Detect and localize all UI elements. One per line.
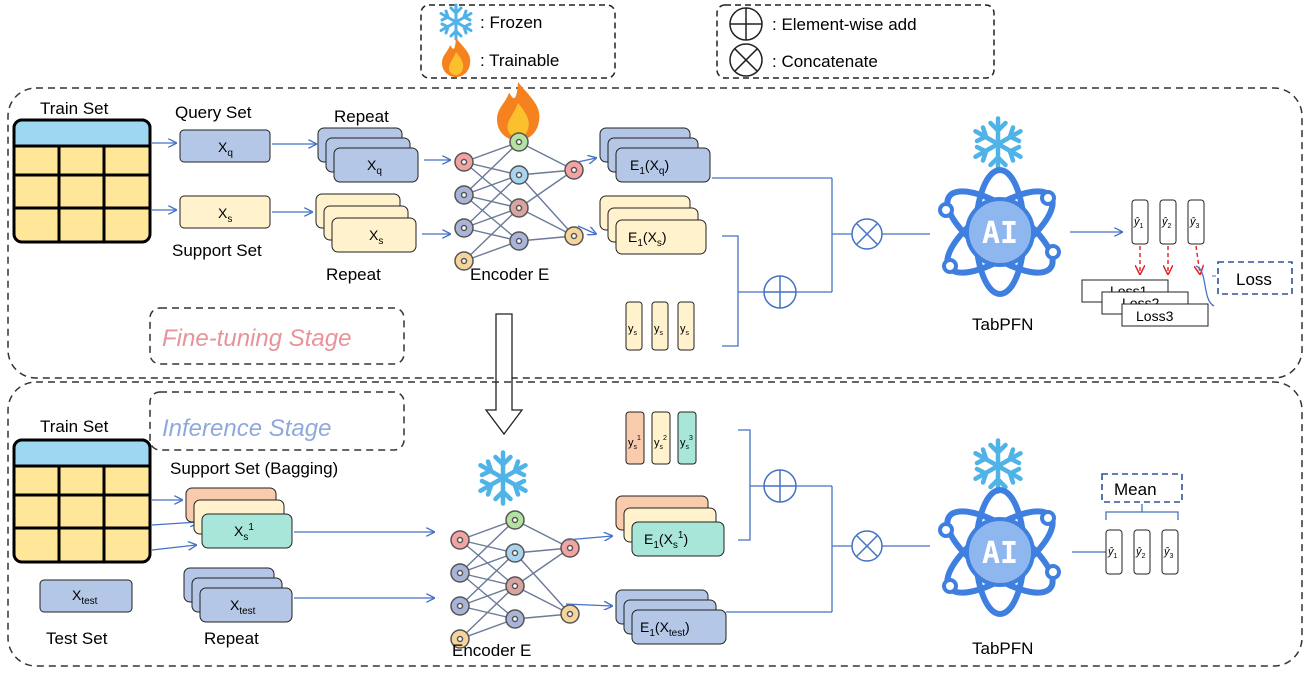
prediction-label: ŷ3 [1163, 546, 1174, 560]
inference-predictions: ŷ1 ŷ2 ŷ3 [1105, 529, 1179, 575]
xtest-repeat-stack: Xtest [183, 567, 293, 623]
train-set-label: Train Set [40, 99, 109, 118]
inference-repeat-label: Repeat [204, 629, 259, 648]
xs-box [179, 195, 271, 229]
prediction-bar [1133, 529, 1151, 575]
e1-xs-bagging-stack: E1(Xs1) [615, 495, 725, 557]
flame-icon [442, 38, 471, 77]
encoder-network-icon [454, 132, 584, 271]
encoder-frozen-snowflake-icon [481, 453, 526, 504]
inference-stage-panel: Train Set Inference Stage Support Set (B… [7, 381, 1303, 667]
prediction-label: ŷ1 [1107, 546, 1118, 560]
svg-text:ys: ys [628, 323, 638, 337]
support-set-label: Support Set [172, 241, 262, 260]
prediction-bar [1105, 529, 1123, 575]
mean-box [1101, 473, 1183, 503]
frozen-snowflake-icon [976, 119, 1021, 170]
concatenate-symbol [851, 218, 883, 250]
repeat-bottom-label: Repeat [326, 265, 381, 284]
inference-concatenate-symbol [851, 530, 883, 562]
inference-tabpfn-label: TabPFN [972, 639, 1033, 658]
snowflake-icon [439, 3, 473, 41]
inference-train-set-table-icon [12, 438, 152, 564]
frozen-label: : Frozen [480, 13, 542, 32]
trainable-flame-icon [497, 82, 540, 141]
xq-box [179, 129, 271, 163]
repeat-top-label: Repeat [334, 107, 389, 126]
xs-repeat-stack: Xs [315, 193, 417, 253]
mean-label: Mean [1114, 480, 1157, 499]
prediction-label: ŷ1 [1133, 216, 1144, 230]
svg-text:ys: ys [654, 323, 664, 337]
fine-tuning-stage-label: Fine-tuning Stage [162, 325, 351, 352]
xtest-box [39, 579, 133, 613]
encoder-label: Encoder E [470, 265, 549, 284]
element-wise-add-icon [729, 7, 763, 41]
concat-label: : Concatenate [772, 52, 878, 71]
trainable-label: : Trainable [480, 51, 559, 70]
bagging-support-stack: Xs1 [185, 487, 293, 549]
fine-tuning-predictions: ŷ1 ŷ2 ŷ3 [1131, 199, 1205, 274]
e1-xq-stack: E1(Xq) [599, 127, 711, 183]
inference-encoder-label: Encoder E [452, 641, 531, 660]
prediction-bar [1187, 199, 1205, 245]
prediction-bar [1161, 529, 1179, 575]
loss-label: Loss [1236, 270, 1272, 289]
prediction-label: ŷ2 [1161, 216, 1172, 230]
test-set-label: Test Set [46, 629, 108, 648]
prediction-bar [1159, 199, 1177, 245]
add-label: : Element-wise add [772, 15, 917, 34]
ys-bagging-bars: ys1 ys2 ys3 [625, 411, 697, 465]
train-set-table-icon [12, 118, 152, 244]
e1-xs-stack: E1(Xs) [599, 195, 707, 255]
query-set-label: Query Set [175, 103, 252, 122]
prediction-label: ŷ3 [1189, 216, 1200, 230]
support-set-bagging-label: Support Set (Bagging) [170, 459, 338, 478]
stage-transition-arrow [484, 313, 524, 436]
e1-xtest-stack: E1(Xtest) [615, 589, 727, 645]
element-wise-add-symbol [763, 275, 797, 309]
inference-train-set-label: Train Set [40, 417, 109, 436]
inference-add-symbol [763, 469, 797, 503]
tabpfn-ai-icon [935, 170, 1064, 294]
loss-box [1217, 261, 1293, 295]
concatenate-icon [729, 43, 763, 77]
prediction-label: ŷ2 [1135, 546, 1146, 560]
ys-label-bars: ys ys ys [625, 301, 695, 351]
loss-arrow [1196, 245, 1200, 274]
loss3-label: Loss3 [1136, 308, 1174, 324]
inference-stage-label: Inference Stage [162, 415, 331, 442]
fine-tuning-stage-panel: Train Set Query Set Xq Xs Support Set Re… [7, 82, 1303, 379]
xq-repeat-stack: Xq [317, 127, 419, 183]
legend-frozen-trainable: : Frozen : Trainable [420, 3, 616, 79]
inference-encoder-network-icon [450, 510, 580, 649]
svg-text:ys: ys [680, 323, 690, 337]
legend-operators: : Element-wise add : Concatenate [716, 4, 995, 79]
tabpfn-frozen-snowflake-icon [976, 441, 1021, 492]
inference-tabpfn-ai-icon [935, 490, 1064, 614]
prediction-bar [1131, 199, 1149, 245]
loss-stack: Loss1 Loss2 Loss3 [1081, 279, 1209, 327]
tabpfn-label: TabPFN [972, 315, 1033, 334]
